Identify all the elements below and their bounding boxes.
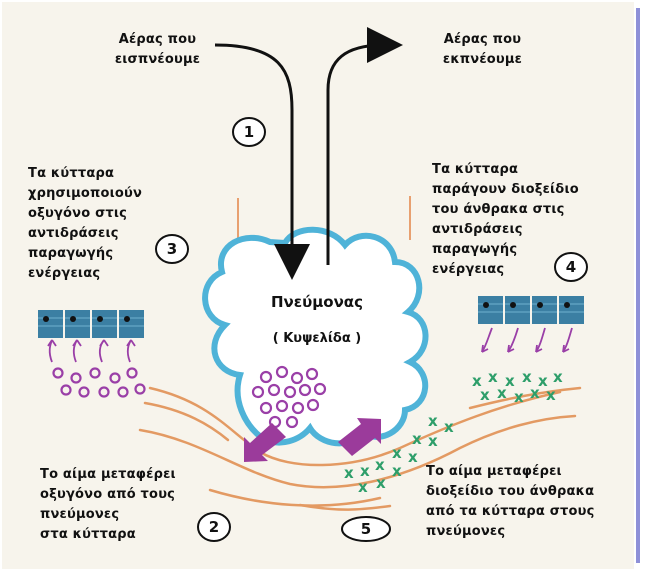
exhale-arrow [328,45,385,265]
cells-right-arrows [482,328,572,352]
svg-text:x: x [344,464,354,482]
alveolus-label: ( Κυψελίδα ) [222,331,412,346]
lung-label: Πνεύμονας [222,293,412,311]
step-2-number: 2 [198,516,230,538]
svg-text:x: x [376,474,386,492]
svg-text:x: x [530,384,540,402]
svg-text:x: x [514,388,524,406]
svg-text:x: x [546,386,556,404]
cells-use-oxygen-label: Τα κύτταρα χρησιμοποιούν οξυγόνο στις αν… [28,164,198,284]
svg-text:x: x [358,478,368,496]
svg-text:x: x [375,456,385,474]
cells-produce-co2-label: Τα κύτταρα παράγουν διοξείδιο του άνθρακ… [432,160,632,280]
step-3-number: 3 [156,238,188,260]
step-5-number: 5 [350,518,382,540]
svg-text:x: x [553,368,563,386]
cells-left-oxygen [54,369,145,397]
inhale-label: Αέρας που εισπνέουμε [100,30,215,70]
svg-text:x: x [408,448,418,466]
blood-co2-label: Το αίμα μεταφέρει διοξείδιο του άνθρακα … [426,462,636,542]
svg-text:x: x [444,418,454,436]
inhale-arrow [215,45,292,262]
step-4-number: 4 [555,256,587,278]
step-1-number: 1 [233,121,265,143]
exhale-label: Αέρας που εκπνέουμε [425,30,540,70]
cells-right [478,296,584,324]
svg-text:x: x [428,412,438,430]
svg-text:x: x [480,386,490,404]
svg-text:x: x [412,430,422,448]
svg-text:x: x [428,432,438,450]
svg-text:x: x [497,384,507,402]
svg-text:x: x [392,444,402,462]
vessel-line-lower [210,490,380,506]
cells-left-arrows [48,340,135,362]
svg-text:x: x [392,462,402,480]
cells-left [38,310,144,338]
